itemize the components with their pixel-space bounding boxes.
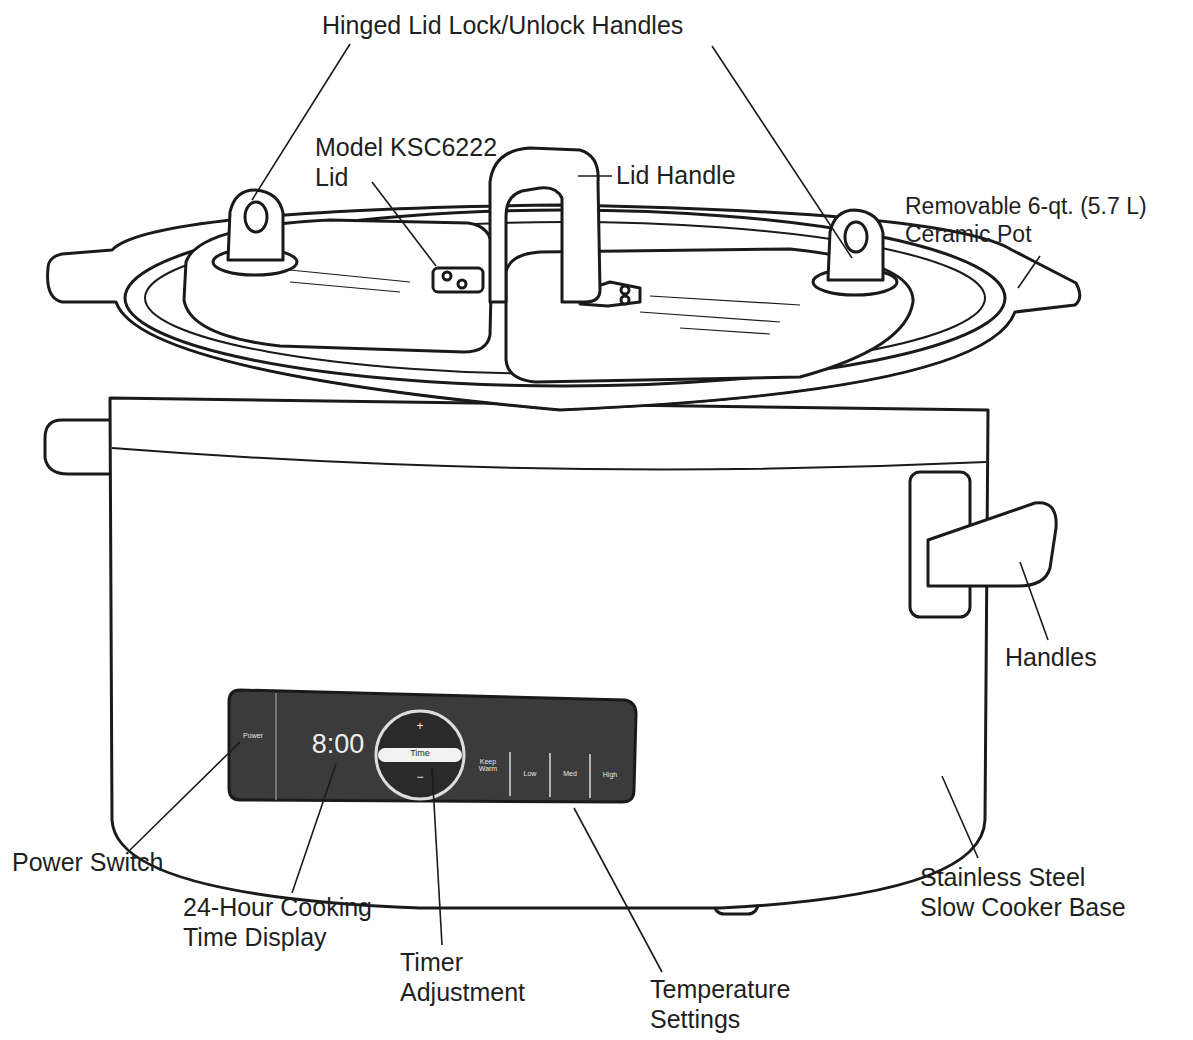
hinge-screw: [621, 296, 629, 304]
glass-glare: [270, 268, 800, 334]
panel-text: Keep Warm: [474, 758, 502, 773]
lock-handle-hole: [245, 202, 267, 232]
panel-text: +: [405, 719, 435, 733]
panel-text: Time: [395, 749, 445, 758]
lock-handle: [828, 210, 883, 280]
leader-line: [574, 808, 662, 972]
part-label: Model KSC6222 Lid: [315, 132, 515, 192]
part-label: Lid Handle: [616, 160, 776, 190]
part-label: Temperature Settings: [650, 974, 825, 1034]
hinge-screw: [621, 286, 629, 294]
panel-text: High: [592, 771, 628, 778]
hinge-plate: [433, 268, 483, 292]
base-line: [112, 448, 986, 469]
part-label: 24-Hour Cooking Time Display: [183, 892, 398, 952]
leader-line: [578, 175, 612, 177]
part-label: Handles: [1005, 642, 1145, 672]
hinge-screw: [443, 272, 451, 280]
hinge-screw: [458, 280, 466, 288]
lock-handle: [228, 190, 283, 260]
glare-line: [650, 296, 800, 305]
panel-display: 8:00: [298, 728, 378, 760]
glare-line: [640, 312, 780, 322]
panel-text: Med: [552, 770, 588, 777]
lock-handle-hole: [845, 222, 867, 252]
base-handle: [928, 503, 1056, 586]
leader-line: [1018, 256, 1040, 288]
leader-line: [130, 742, 240, 850]
leader-line: [942, 776, 978, 858]
part-label: Removable 6-qt. (5.7 L) Ceramic Pot: [905, 193, 1193, 248]
leader-lines: [130, 44, 1048, 972]
base-handle: [45, 420, 112, 474]
part-label: Power Switch: [12, 847, 192, 877]
part-label: Hinged Lid Lock/Unlock Handles: [322, 10, 742, 40]
cooker-drawing: [45, 148, 1080, 914]
part-label: Stainless Steel Slow Cooker Base: [920, 862, 1132, 922]
glare-line: [290, 282, 400, 292]
panel-text: −: [405, 770, 435, 784]
leader-line: [1020, 562, 1048, 640]
leader-line: [432, 768, 442, 945]
timer-dial: [376, 711, 464, 799]
part-label: Timer Adjustment: [400, 947, 560, 1007]
glare-line: [680, 328, 770, 334]
leader-line: [712, 46, 852, 258]
slow-cooker-base: [110, 398, 988, 908]
panel-divider: [275, 693, 277, 800]
panel-text: Low: [512, 770, 548, 777]
leader-line: [292, 764, 336, 893]
lid-handle: [490, 148, 600, 302]
panel-text: Power: [233, 732, 273, 739]
dial-band: [378, 748, 462, 762]
leader-line: [372, 182, 436, 266]
button-divider: [510, 752, 590, 798]
